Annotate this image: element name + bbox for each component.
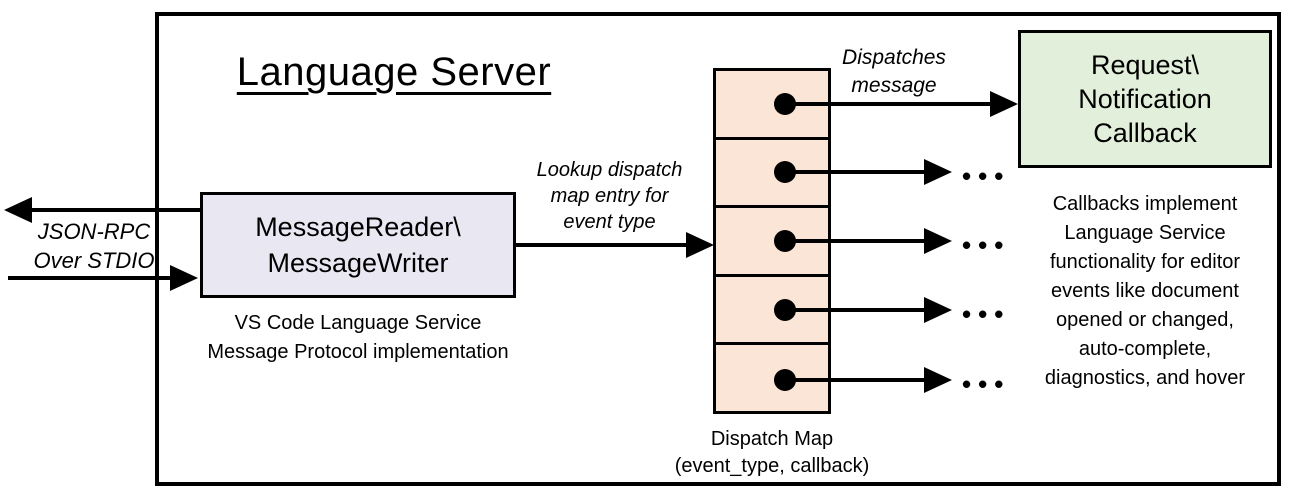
ellipsis-dots: ••• [962, 299, 1011, 329]
dispatch-entry-dot [774, 299, 796, 321]
arrowhead-right-icon [924, 297, 952, 323]
dispatch-map-caption-line1: Dispatch Map [710, 428, 834, 450]
callback-box-line2: Notification [1078, 84, 1212, 114]
dispatch-arrow-line-1 [790, 102, 992, 106]
callback-box-line3: Callback [1093, 118, 1197, 148]
dispatch-entry-dot [774, 369, 796, 391]
lookup-label-line1: Lookup dispatch [536, 159, 683, 181]
callbacks-note-line: opened or changed, [1056, 309, 1234, 331]
message-box-line1: MessageReader\ [255, 212, 461, 242]
message-box-line2: MessageWriter [267, 248, 449, 278]
arrowhead-right-icon [924, 228, 952, 254]
ellipsis-dots: ••• [962, 369, 1011, 399]
message-reader-writer-box: MessageReader\ MessageWriter [200, 192, 516, 298]
dispatch-arrow-line-5 [790, 378, 926, 382]
dispatch-entry-dot [774, 230, 796, 252]
lookup-arrow-line [516, 243, 688, 247]
callbacks-note: Callbacks implement Language Service fun… [1012, 190, 1278, 393]
stdio-label: JSON-RPC Over STDIO [18, 217, 170, 275]
arrowhead-right-icon [686, 232, 714, 258]
ellipsis-dots: ••• [962, 161, 1011, 191]
dispatch-map-cell [716, 277, 828, 346]
stdio-label-line1: JSON-RPC [37, 219, 151, 244]
dispatch-entry-dot [774, 161, 796, 183]
message-box-caption: VS Code Language Service Message Protoco… [176, 309, 540, 367]
dispatch-entry-dot [774, 93, 796, 115]
callback-box-line1: Request\ [1090, 50, 1200, 80]
arrowhead-left-icon [4, 197, 32, 223]
message-box-caption-line1: VS Code Language Service [234, 312, 482, 334]
stdio-label-line2: Over STDIO [33, 248, 155, 273]
dispatches-label: Dispatches message [833, 44, 955, 100]
callbacks-note-line: diagnostics, and hover [1044, 367, 1246, 389]
dispatch-map-cell [716, 140, 828, 209]
dispatch-map-cell [716, 208, 828, 277]
stdio-outbound-arrow-line [28, 208, 200, 212]
diagram-title: Language Server [236, 50, 552, 94]
arrowhead-right-icon [170, 265, 198, 291]
arrowhead-right-icon [924, 159, 952, 185]
request-notification-callback-box: Request\ Notification Callback [1018, 30, 1272, 168]
lookup-label: Lookup dispatch map entry for event type [522, 157, 697, 235]
callbacks-note-line: functionality for editor [1049, 251, 1241, 273]
callbacks-note-line: events like document [1051, 280, 1239, 302]
callbacks-note-line: Callbacks implement [1052, 193, 1238, 215]
callbacks-note-line: Language Service [1064, 222, 1226, 244]
lookup-label-line3: event type [563, 211, 656, 233]
arrowhead-right-icon [990, 91, 1018, 117]
callbacks-note-line: auto-complete, [1078, 338, 1212, 360]
dispatch-arrow-line-4 [790, 308, 926, 312]
arrowhead-right-icon [924, 367, 952, 393]
dispatch-map-caption-line2: (event_type, callback) [674, 455, 870, 477]
lookup-label-line2: map entry for [550, 185, 669, 207]
message-box-caption-line2: Message Protocol implementation [207, 341, 509, 363]
dispatch-arrow-line-3 [790, 239, 926, 243]
dispatches-label-line1: Dispatches [842, 46, 946, 69]
dispatches-label-line2: message [851, 74, 937, 97]
dispatch-arrow-line-2 [790, 170, 926, 174]
dispatch-map-caption: Dispatch Map (event_type, callback) [622, 426, 922, 480]
ellipsis-dots: ••• [962, 230, 1011, 260]
stdio-inbound-arrow-line [8, 276, 171, 280]
dispatch-map-cell [716, 71, 828, 140]
